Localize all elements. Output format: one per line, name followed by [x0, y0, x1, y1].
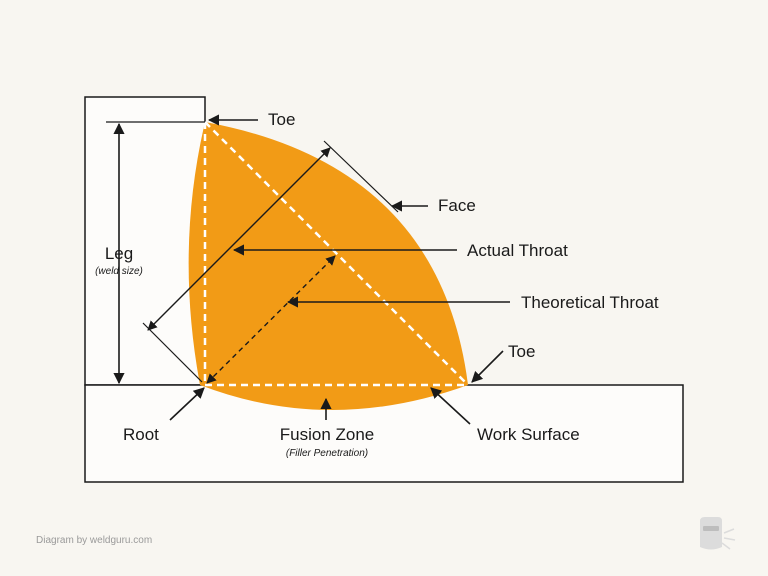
- root-arrow: [169, 387, 205, 421]
- toe-right-arrow: [471, 350, 504, 383]
- actual-throat-ext-upper: [323, 140, 399, 213]
- toe-right-label: Toe: [508, 342, 535, 361]
- actual-throat-label: Actual Throat: [467, 241, 568, 260]
- work-surface-label: Work Surface: [477, 425, 580, 444]
- toe-top-label: Toe: [268, 110, 295, 129]
- theoretical-throat-label: Theoretical Throat: [521, 293, 659, 312]
- fusion-zone-label: Fusion Zone: [280, 425, 375, 444]
- root-label: Root: [123, 425, 159, 444]
- leg-label: Leg: [105, 244, 133, 263]
- vertical-plate: [84, 96, 206, 386]
- actual-throat-ext-lower: [142, 322, 203, 383]
- welder-mask-icon: [700, 517, 736, 550]
- work-surface-arrow: [430, 387, 471, 425]
- leg-sub-label: (weld size): [95, 266, 143, 277]
- weld-bead: [188, 122, 469, 410]
- face-label: Face: [438, 196, 476, 215]
- fusion-zone-sub-label: (Filler Penetration): [286, 448, 368, 459]
- credit-text: Diagram by weldguru.com: [36, 535, 152, 546]
- actual-throat-line: [147, 147, 331, 331]
